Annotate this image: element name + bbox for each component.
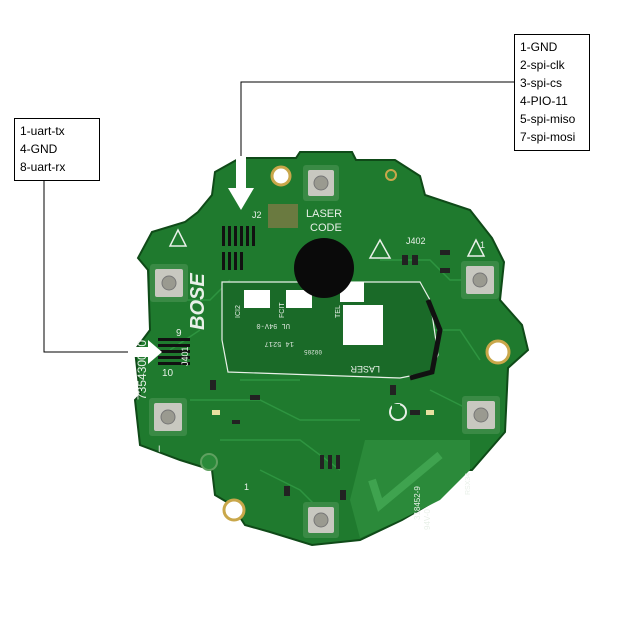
callout-line: 1-GND <box>520 40 558 54</box>
callout-line: 8-uart-rx <box>20 160 66 174</box>
flex-pad <box>343 305 383 345</box>
pin-9-label: 9 <box>176 328 182 339</box>
tactile-button <box>149 398 187 436</box>
tactile-button <box>303 165 339 201</box>
flex-label-2: 00205 <box>304 348 322 355</box>
callout-line: 5-spi-miso <box>520 112 576 126</box>
smd-components <box>210 250 450 500</box>
callout-line: 3-spi-cs <box>520 76 563 90</box>
connector-j2-label: J2 <box>252 210 262 220</box>
callout-line: 4-PIO-11 <box>520 94 568 108</box>
tactile-button <box>303 502 339 538</box>
part-number-right-line2: 94V-0 <box>423 509 432 530</box>
via-pad <box>385 169 397 181</box>
via-pad <box>200 453 218 471</box>
mounting-hole <box>485 339 511 365</box>
warning-triangle-icon <box>168 228 188 247</box>
tactile-button <box>150 264 188 302</box>
flex-label-fcit: FCIT <box>279 302 286 318</box>
connector-j401-pins <box>158 338 190 365</box>
mounting-hole <box>270 165 292 187</box>
callout-line: 7-spi-mosi <box>520 130 576 144</box>
mounting-hole <box>222 498 246 522</box>
laser-code-label-line2: CODE <box>310 222 342 234</box>
flex-label-ul: UL 94V-0 <box>256 321 290 329</box>
tactile-button <box>461 261 499 299</box>
callout-leader-left <box>43 170 148 353</box>
arrow-down-icon <box>228 156 254 210</box>
laser-code-sticker <box>268 204 298 228</box>
connector-j2-pins <box>222 226 255 270</box>
warning-triangle-icon <box>466 238 486 257</box>
flex-label-1: 14 5217 <box>265 339 294 347</box>
copper-pour <box>350 440 470 538</box>
callout-leader-right <box>240 81 514 160</box>
connector-j402-label: J402 <box>406 236 426 246</box>
callout-uart-pins: 1-uart-tx 4-GND 8-uart-rx <box>14 118 100 181</box>
warning-triangle-icon <box>368 238 392 259</box>
arrow-right-icon <box>128 340 162 364</box>
connector-j401-label: J401 <box>180 346 190 366</box>
rsx-label: RSX34 <box>465 473 472 495</box>
led <box>426 410 434 415</box>
checkmark-logo <box>368 451 443 512</box>
laser-lens <box>294 238 354 298</box>
pin-1-right-label: 1 <box>480 240 485 250</box>
laser-code-label-line1: LASER <box>306 208 342 220</box>
callout-line: 1-uart-tx <box>20 124 65 138</box>
flex-label-ici2: ICI2 <box>235 305 242 318</box>
brand-logo: BOSE <box>187 273 209 330</box>
flex-pad <box>286 290 312 308</box>
flex-label-tel: TEL <box>335 305 342 318</box>
part-number-right-line1: 318452-9 <box>413 486 422 520</box>
led <box>212 410 220 415</box>
pin-i-label: I <box>158 444 161 454</box>
laser-bottom-label: LASER <box>350 364 380 374</box>
callout-spi-pins: 1-GND 2-spi-clk 3-spi-cs 4-PIO-11 5-spi-… <box>514 34 590 151</box>
pin-10-label: 10 <box>162 368 174 379</box>
callout-line: 2-spi-clk <box>520 58 565 72</box>
pin-1-bottom-label: 1 <box>244 482 249 492</box>
flex-edge <box>409 299 443 381</box>
tactile-button <box>462 396 500 434</box>
callout-line: 4-GND <box>20 142 58 156</box>
c-gap <box>392 404 400 411</box>
flex-pad <box>244 290 270 308</box>
